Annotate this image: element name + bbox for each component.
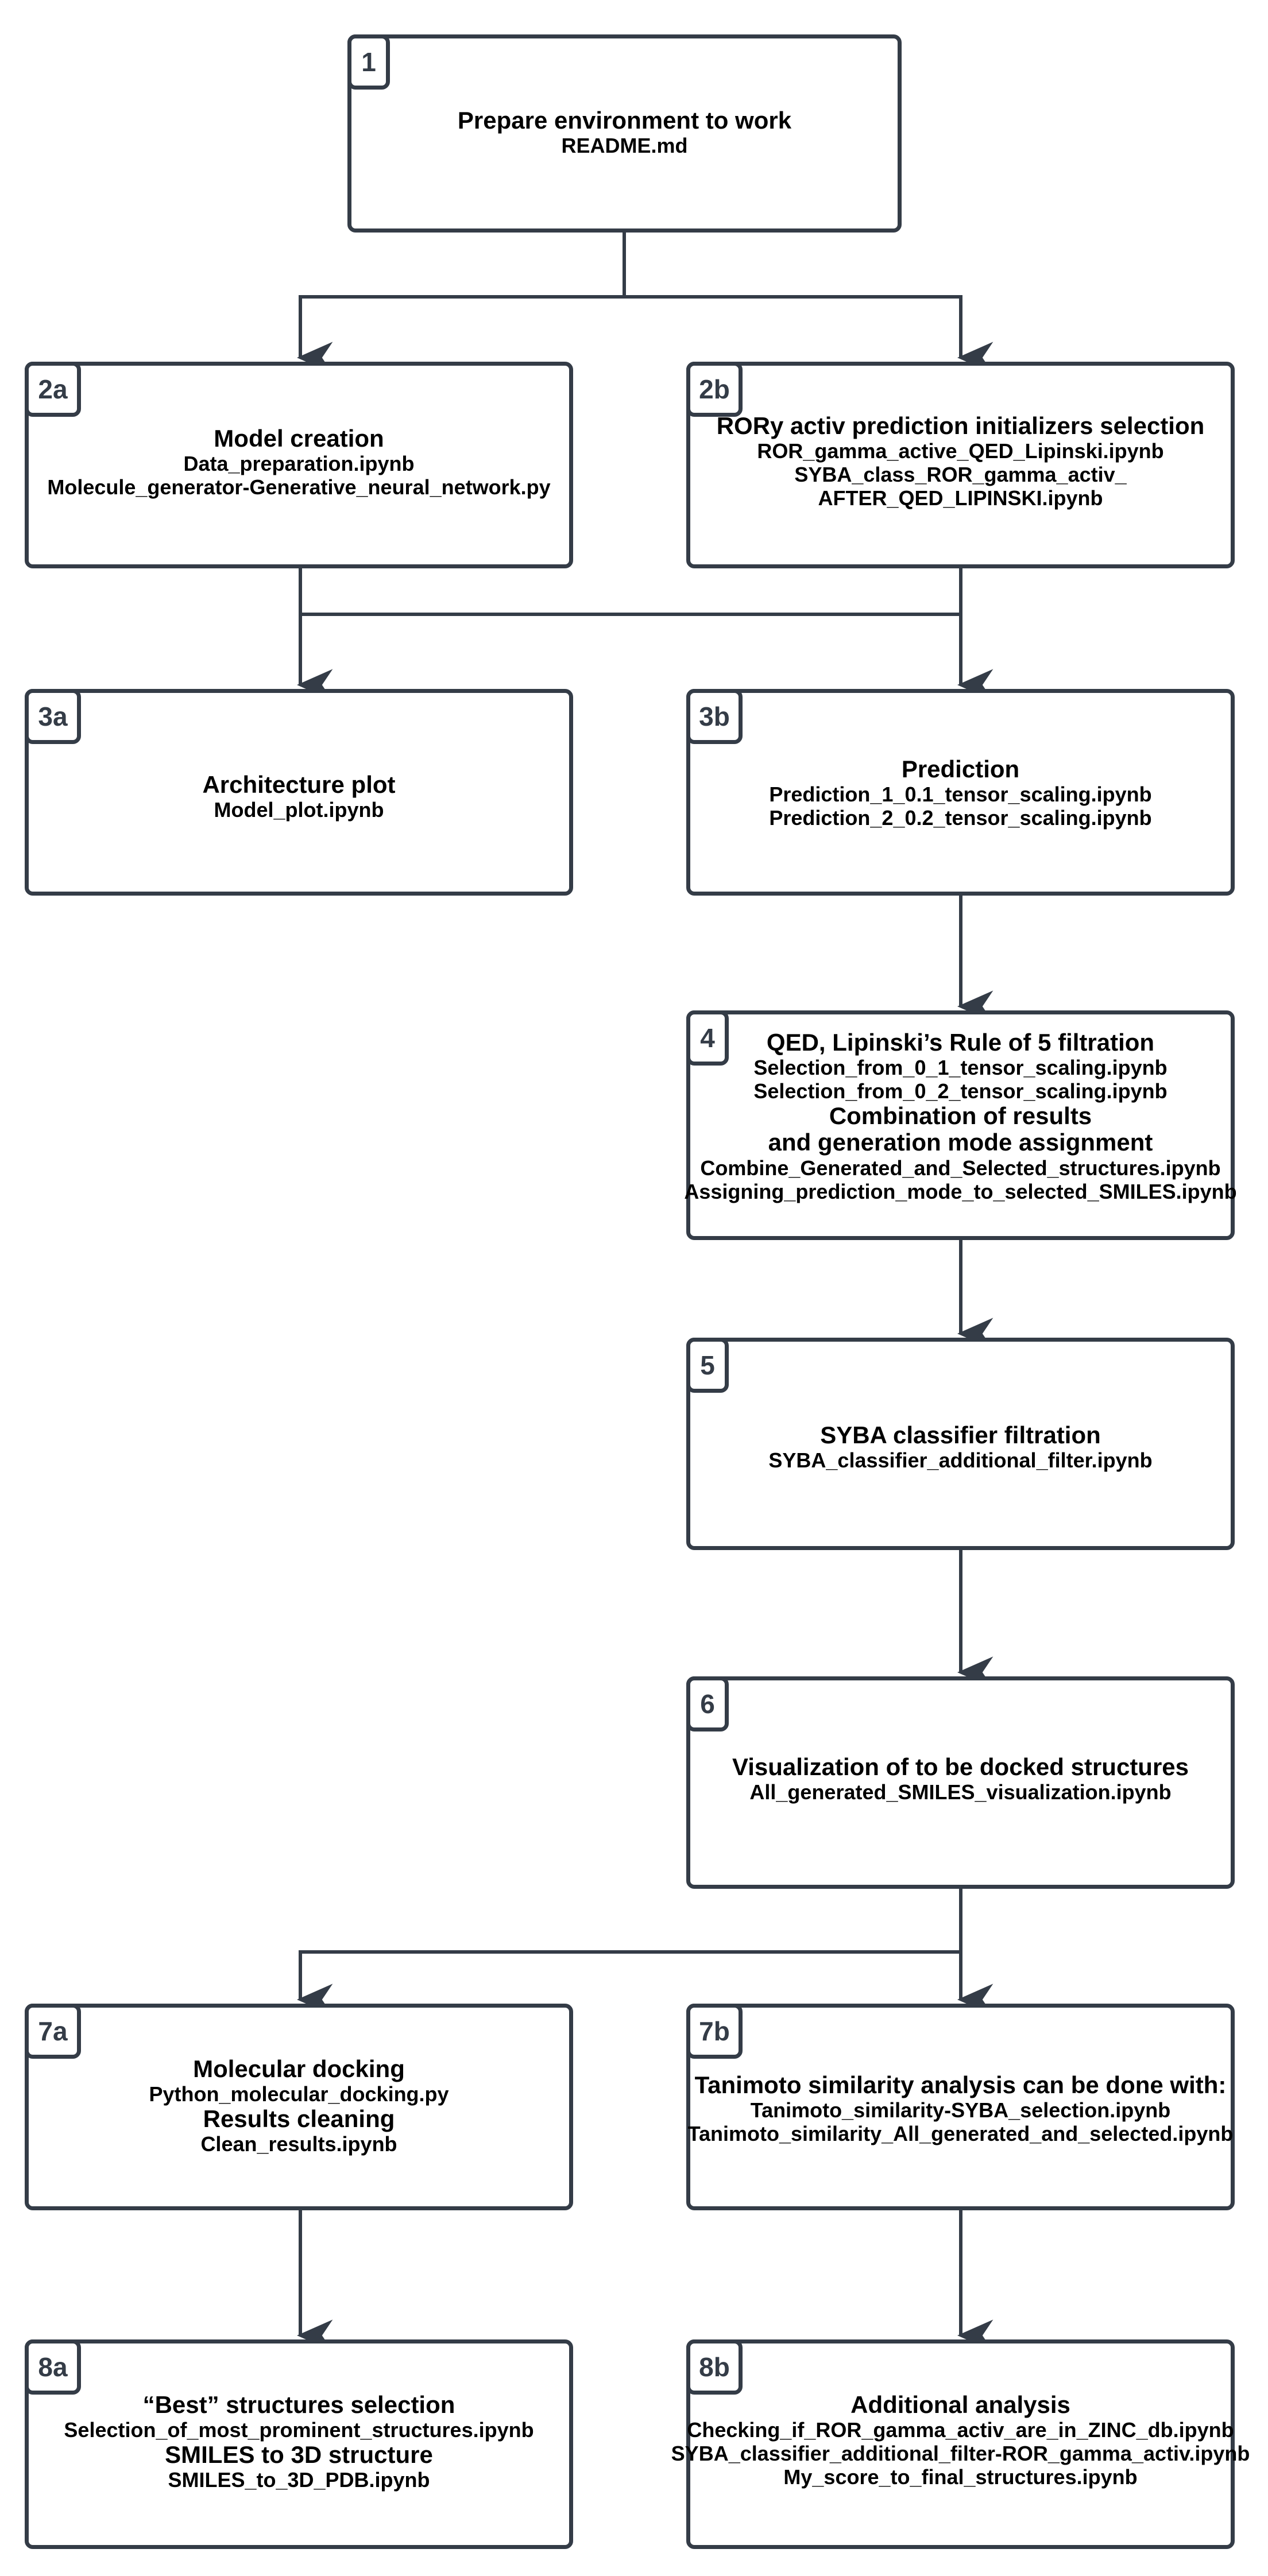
node-7b-line-0: Tanimoto similarity analysis can be done… [694,2071,1227,2098]
node-4-line-6: Assigning_prediction_mode_to_selected_SM… [684,1179,1237,1203]
edge-1-to-2b [624,295,993,374]
node-1-body: Prepare environment to work README.md [351,107,898,157]
node-6-body: Visualization of to be docked structures… [690,1753,1231,1804]
node-8a-line-2: SMILES to 3D structure [165,2441,433,2469]
node-3b-line-0: Prediction [901,756,1020,783]
node-3b-badge: 3b [686,689,743,744]
node-3b-line-2: Prediction_2_0.2_tensor_scaling.ipynb [769,806,1152,830]
node-7b-badge: 7b [686,2004,743,2059]
node-8a[interactable]: 8a “Best” structures selection Selection… [25,2339,573,2549]
node-3a-line-0: Architecture plot [202,771,396,798]
node-8b-line-3: My_score_to_final_structures.ipynb [783,2465,1138,2489]
node-8b-line-0: Additional analysis [851,2391,1070,2418]
node-1[interactable]: 1 Prepare environment to work README.md [347,34,902,233]
node-3b-line-1: Prediction_1_0.1_tensor_scaling.ipynb [769,783,1152,807]
node-4-line-1: Selection_from_0_1_tensor_scaling.ipynb [753,1056,1168,1080]
node-1-line-1: README.md [561,134,688,158]
node-3b[interactable]: 3b Prediction Prediction_1_0.1_tensor_sc… [686,689,1235,896]
node-7b-line-2: Tanimoto_similarity_All_generated_and_se… [687,2122,1234,2146]
node-1-badge: 1 [347,34,390,90]
node-7a[interactable]: 7a Molecular docking Python_molecular_do… [25,2004,573,2210]
node-7a-line-1: Python_molecular_docking.py [149,2082,449,2106]
node-4-body: QED, Lipinski’s Rule of 5 filtration Sel… [684,1029,1236,1203]
node-2b-badge: 2b [686,362,743,417]
node-3a-body: Architecture plot Model_plot.ipynb [29,771,569,822]
node-7b-line-1: Tanimoto_similarity-SYBA_selection.ipynb [750,2098,1171,2122]
node-2b[interactable]: 2b RORy activ prediction initializers se… [686,362,1235,568]
node-1-line-0: Prepare environment to work [457,107,792,134]
node-2a-line-2: Molecule_generator-Generative_neural_net… [47,475,551,499]
edge-6-to-7a [296,1889,962,2016]
node-8a-line-0: “Best” structures selection [142,2391,455,2418]
node-3a[interactable]: 3a Architecture plot Model_plot.ipynb [25,689,573,896]
node-4-line-3: Combination of results [829,1102,1092,1130]
node-7a-badge: 7a [25,2004,81,2059]
node-7b[interactable]: 7b Tanimoto similarity analysis can be d… [686,2004,1235,2210]
node-6-line-1: All_generated_SMILES_visualization.ipynb [749,1780,1172,1804]
node-6-badge: 6 [686,1676,729,1731]
node-4[interactable]: 4 QED, Lipinski’s Rule of 5 filtration S… [684,1010,1237,1240]
node-8b-line-2: SYBA_classifier_additional_filter-ROR_ga… [671,2442,1250,2466]
node-7a-line-0: Molecular docking [193,2055,405,2082]
node-8b-body: Additional analysis Checking_if_ROR_gamm… [671,2391,1250,2489]
edge-1-to-2a [296,233,626,374]
node-8a-line-1: Selection_of_most_prominent_structures.i… [64,2418,534,2442]
node-6[interactable]: 6 Visualization of to be docked structur… [686,1676,1235,1889]
node-2a[interactable]: 2a Model creation Data_preparation.ipynb… [25,362,573,568]
node-4-line-5: Combine_Generated_and_Selected_structure… [700,1156,1221,1180]
node-2b-line-1: ROR_gamma_active_QED_Lipinski.ipynb [757,439,1164,463]
node-5-line-1: SYBA_classifier_additional_filter.ipynb [768,1448,1153,1473]
node-7b-body: Tanimoto similarity analysis can be done… [687,2071,1234,2146]
node-7a-line-2: Results cleaning [203,2105,395,2133]
node-2b-line-2: SYBA_class_ROR_gamma_activ_ [794,463,1127,487]
node-6-line-0: Visualization of to be docked structures [732,1753,1189,1780]
node-2a-line-0: Model creation [214,425,384,452]
node-5-badge: 5 [686,1338,729,1393]
node-5[interactable]: 5 SYBA classifier filtration SYBA_classi… [686,1338,1235,1550]
node-7a-body: Molecular docking Python_molecular_docki… [29,2055,569,2156]
node-2a-line-1: Data_preparation.ipynb [183,452,415,476]
node-4-badge: 4 [686,1010,729,1066]
node-4-line-2: Selection_from_0_2_tensor_scaling.ipynb [753,1079,1168,1103]
node-5-line-0: SYBA classifier filtration [820,1421,1101,1448]
node-2a-badge: 2a [25,362,81,417]
node-5-body: SYBA classifier filtration SYBA_classifi… [690,1421,1231,1473]
node-3a-line-1: Model_plot.ipynb [214,798,384,822]
node-2b-body: RORy activ prediction initializers selec… [690,412,1231,510]
node-3a-badge: 3a [25,689,81,744]
node-7a-line-3: Clean_results.ipynb [200,2132,397,2156]
node-3b-body: Prediction Prediction_1_0.1_tensor_scali… [690,756,1231,830]
node-8a-body: “Best” structures selection Selection_of… [29,2391,569,2492]
node-2b-line-0: RORy activ prediction initializers selec… [716,412,1205,439]
node-8a-line-3: SMILES_to_3D_PDB.ipynb [168,2468,430,2492]
node-8a-badge: 8a [25,2339,81,2395]
node-4-line-4: and generation mode assignment [768,1129,1153,1156]
node-4-line-0: QED, Lipinski’s Rule of 5 filtration [766,1029,1155,1056]
node-8b-badge: 8b [686,2339,743,2395]
node-2a-body: Model creation Data_preparation.ipynb Mo… [29,425,569,499]
node-2b-line-3: AFTER_QED_LIPINSKI.ipynb [818,486,1103,510]
node-8b[interactable]: 8b Additional analysis Checking_if_ROR_g… [671,2339,1250,2549]
node-8b-line-1: Checking_if_ROR_gamma_activ_are_in_ZINC_… [687,2418,1234,2442]
